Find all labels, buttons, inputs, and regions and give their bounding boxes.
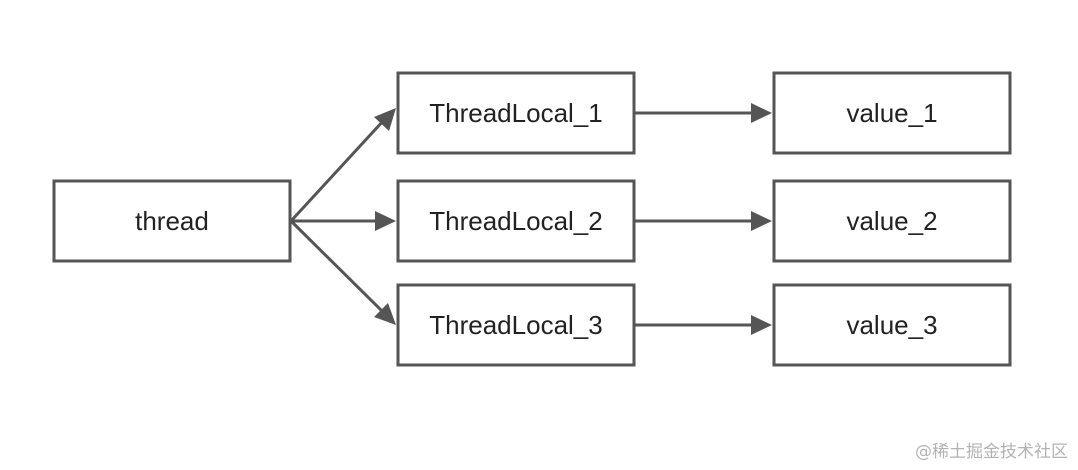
edge-thread-to-threadlocal-1 [289,118,386,223]
arrowhead-threadlocal-1 [374,108,396,131]
arrowhead-value-2 [751,211,772,231]
node-threadlocal-1-label: ThreadLocal_1 [429,98,602,128]
node-threadlocal-3-label: ThreadLocal_3 [429,310,602,340]
node-threadlocal-3-box [396,283,636,367]
watermark: @稀土掘金技术社区 [915,442,1068,462]
node-threadlocal-1-box [396,71,636,155]
node-thread: thread [52,179,292,263]
node-threadlocal-3: ThreadLocal_3 [396,283,636,367]
node-value-2: value_2 [772,179,1012,263]
node-threadlocal-2-box [396,179,636,263]
node-value-2-label: value_2 [846,206,937,236]
node-thread-box [52,179,292,263]
node-value-2-box [772,179,1012,263]
edges [289,103,772,335]
node-value-3-label: value_3 [846,310,937,340]
arrowhead-threadlocal-3 [374,303,396,325]
arrowhead-value-3 [751,315,772,335]
node-threadlocal-2: ThreadLocal_2 [396,179,636,263]
node-value-3-box [772,283,1012,367]
node-threadlocal-1: ThreadLocal_1 [396,71,636,155]
node-value-1: value_1 [772,71,1012,155]
arrowhead-value-1 [751,103,772,123]
edge-thread-to-threadlocal-3 [289,219,386,315]
node-value-3: value_3 [772,283,1012,367]
arrowhead-threadlocal-2 [375,211,396,231]
node-threadlocal-2-label: ThreadLocal_2 [429,206,602,236]
node-value-1-label: value_1 [846,98,937,128]
node-value-1-box [772,71,1012,155]
node-thread-label: thread [135,206,209,236]
